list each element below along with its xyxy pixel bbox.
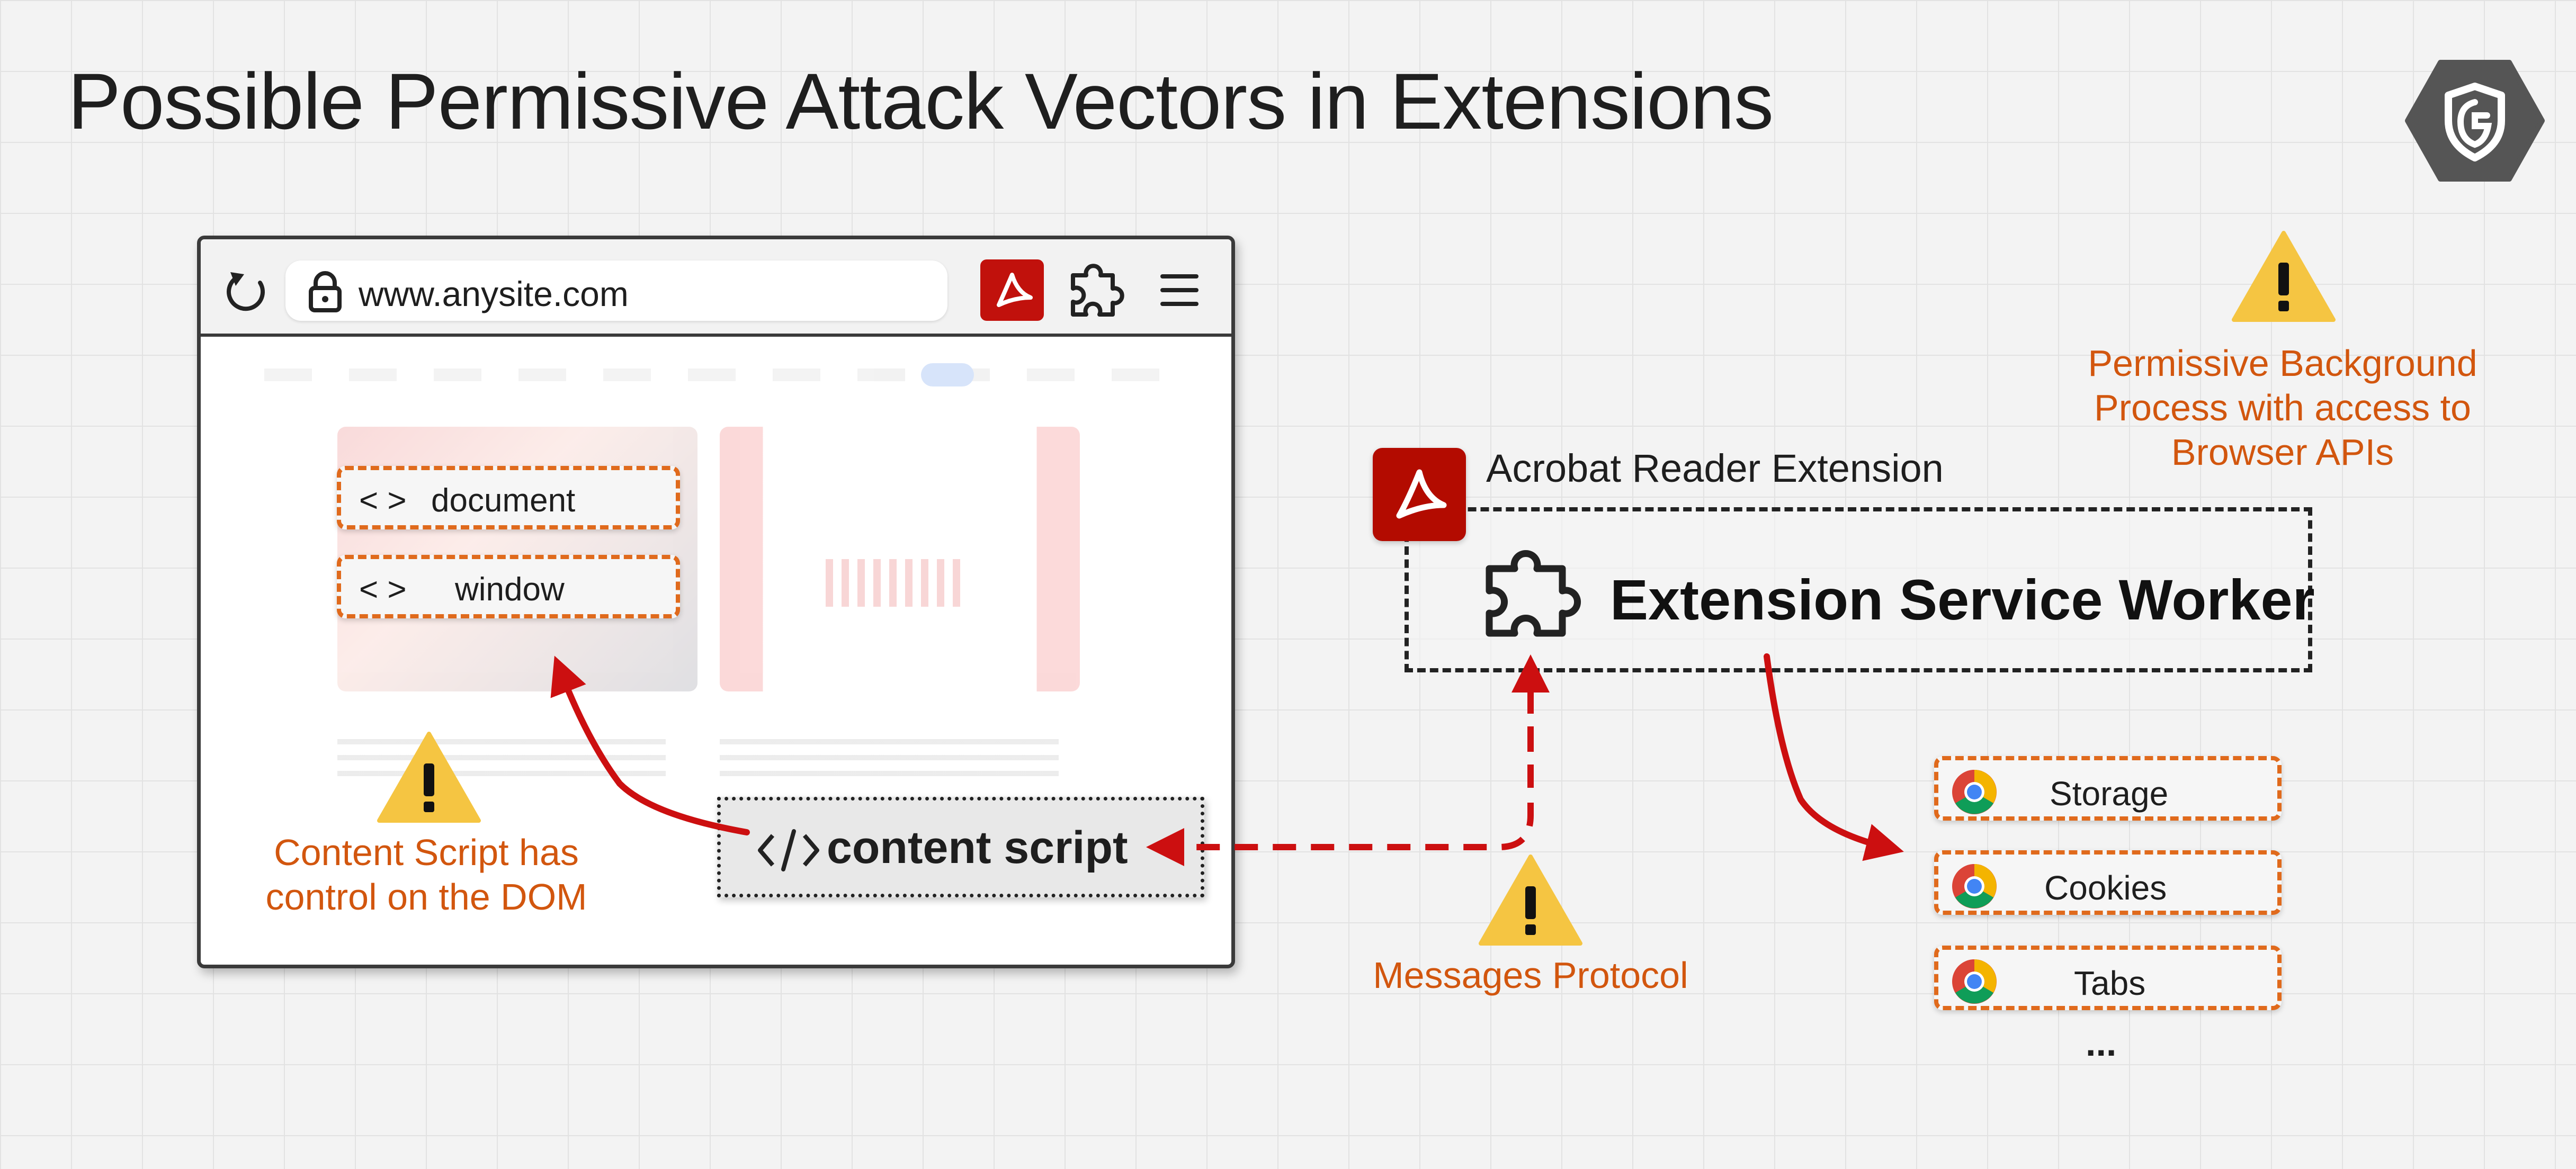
faded-chart-bars (826, 559, 963, 607)
dom-warning-line-1: Content Script has (274, 832, 579, 873)
puzzle-icon (1486, 550, 1581, 637)
warning-icon (2232, 231, 2336, 322)
dom-warning-text: Content Script has control on the DOM (228, 830, 625, 919)
faded-doc-image (720, 427, 1080, 691)
cookies-api-box: Cookies (1934, 850, 2282, 915)
tabs-label: Tabs (2074, 964, 2146, 1002)
browser-api-arrow (1764, 653, 1904, 861)
chrome-icon (1952, 864, 1997, 909)
acrobat-icon (1396, 469, 1447, 519)
lock-icon (309, 271, 342, 312)
puzzle-icon[interactable] (1062, 259, 1126, 321)
background-warning-line-1: Permissive Background (2088, 343, 2477, 384)
background-warning-line-3: Browser APIs (2171, 431, 2394, 473)
faded-nav-accent (921, 363, 974, 386)
storage-label: Storage (2050, 775, 2169, 813)
faded-nav-bar (264, 368, 1165, 381)
shield-logo-icon (2405, 60, 2545, 182)
document-label: document (431, 482, 576, 519)
service-worker-box: Extension Service Worker (1405, 507, 2315, 672)
more-apis-ellipsis: ... (2086, 1022, 2117, 1064)
code-icon: < > (359, 482, 407, 519)
page-title: Possible Permissive Attack Vectors in Ex… (68, 57, 1774, 146)
hamburger-menu-icon[interactable] (1158, 270, 1201, 310)
code-icon: < > (359, 571, 407, 608)
tabs-api-box: Tabs (1934, 946, 2282, 1010)
storage-api-box: Storage (1934, 756, 2282, 821)
content-script-box: content script (717, 797, 1204, 897)
code-icon (758, 829, 819, 871)
window-label: window (455, 571, 565, 608)
warning-icon (377, 732, 481, 823)
background-warning-line-2: Process with access to (2094, 387, 2471, 428)
dom-warning-line-2: control on the DOM (265, 876, 587, 918)
browser-toolbar: www.anysite.com (201, 239, 1231, 337)
warning-icon (1479, 855, 1582, 946)
messages-protocol-label: Messages Protocol (1373, 955, 1688, 996)
content-script-label: content script (827, 822, 1128, 873)
address-bar[interactable]: www.anysite.com (285, 260, 947, 321)
acrobat-extension-button[interactable] (980, 259, 1044, 321)
reload-icon[interactable] (223, 267, 271, 314)
background-warning-text: Permissive Background Process with acces… (2044, 341, 2521, 474)
chrome-icon (1952, 770, 1997, 814)
faded-text-lines-2 (720, 739, 1059, 776)
acrobat-badge (1373, 448, 1466, 541)
url-text[interactable]: www.anysite.com (359, 274, 629, 313)
window-object-box: < > window (337, 555, 680, 618)
service-worker-label: Extension Service Worker (1610, 568, 2315, 632)
extension-name: Acrobat Reader Extension (1486, 446, 1944, 490)
document-object-box: < > document (337, 466, 680, 529)
cookies-label: Cookies (2044, 869, 2167, 907)
acrobat-icon (997, 273, 1033, 307)
chrome-icon (1952, 959, 1997, 1004)
